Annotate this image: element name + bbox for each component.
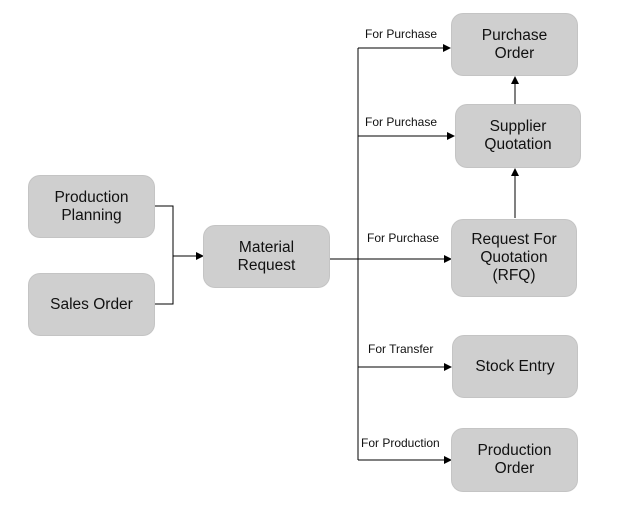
edge-label-supplier-quotation: For Purchase — [365, 115, 438, 129]
edge-sales-order — [154, 256, 174, 305]
node-label: Production Planning — [54, 188, 129, 224]
edge-label-rfq: For Purchase — [367, 231, 440, 245]
node-sales-order: Sales Order — [29, 274, 154, 335]
edge-production-planning — [154, 205, 174, 256]
node-stock-entry: Stock Entry — [453, 336, 577, 397]
node-production-order: Production Order — [452, 429, 577, 491]
edge-label-production-order: For Production — [361, 436, 440, 450]
node-label: Production Order — [477, 442, 552, 477]
node-label: Material Request — [237, 238, 296, 274]
node-label: Request For Quotation (RFQ) — [471, 231, 557, 284]
node-purchase-order: Purchase Order — [452, 14, 577, 75]
edge-label-stock-entry: For Transfer — [368, 342, 434, 356]
node-supplier-quotation: Supplier Quotation — [456, 105, 580, 167]
node-material-request: Material Request — [204, 226, 329, 287]
node-label: Stock Entry — [475, 357, 555, 375]
node-rfq: Request For Quotation (RFQ) — [452, 220, 576, 296]
node-label: Supplier Quotation — [484, 118, 552, 153]
node-label: Sales Order — [50, 295, 133, 313]
node-production-planning: Production Planning — [29, 176, 154, 237]
node-label: Purchase Order — [481, 26, 548, 62]
edge-label-purchase-order: For Purchase — [365, 27, 438, 41]
